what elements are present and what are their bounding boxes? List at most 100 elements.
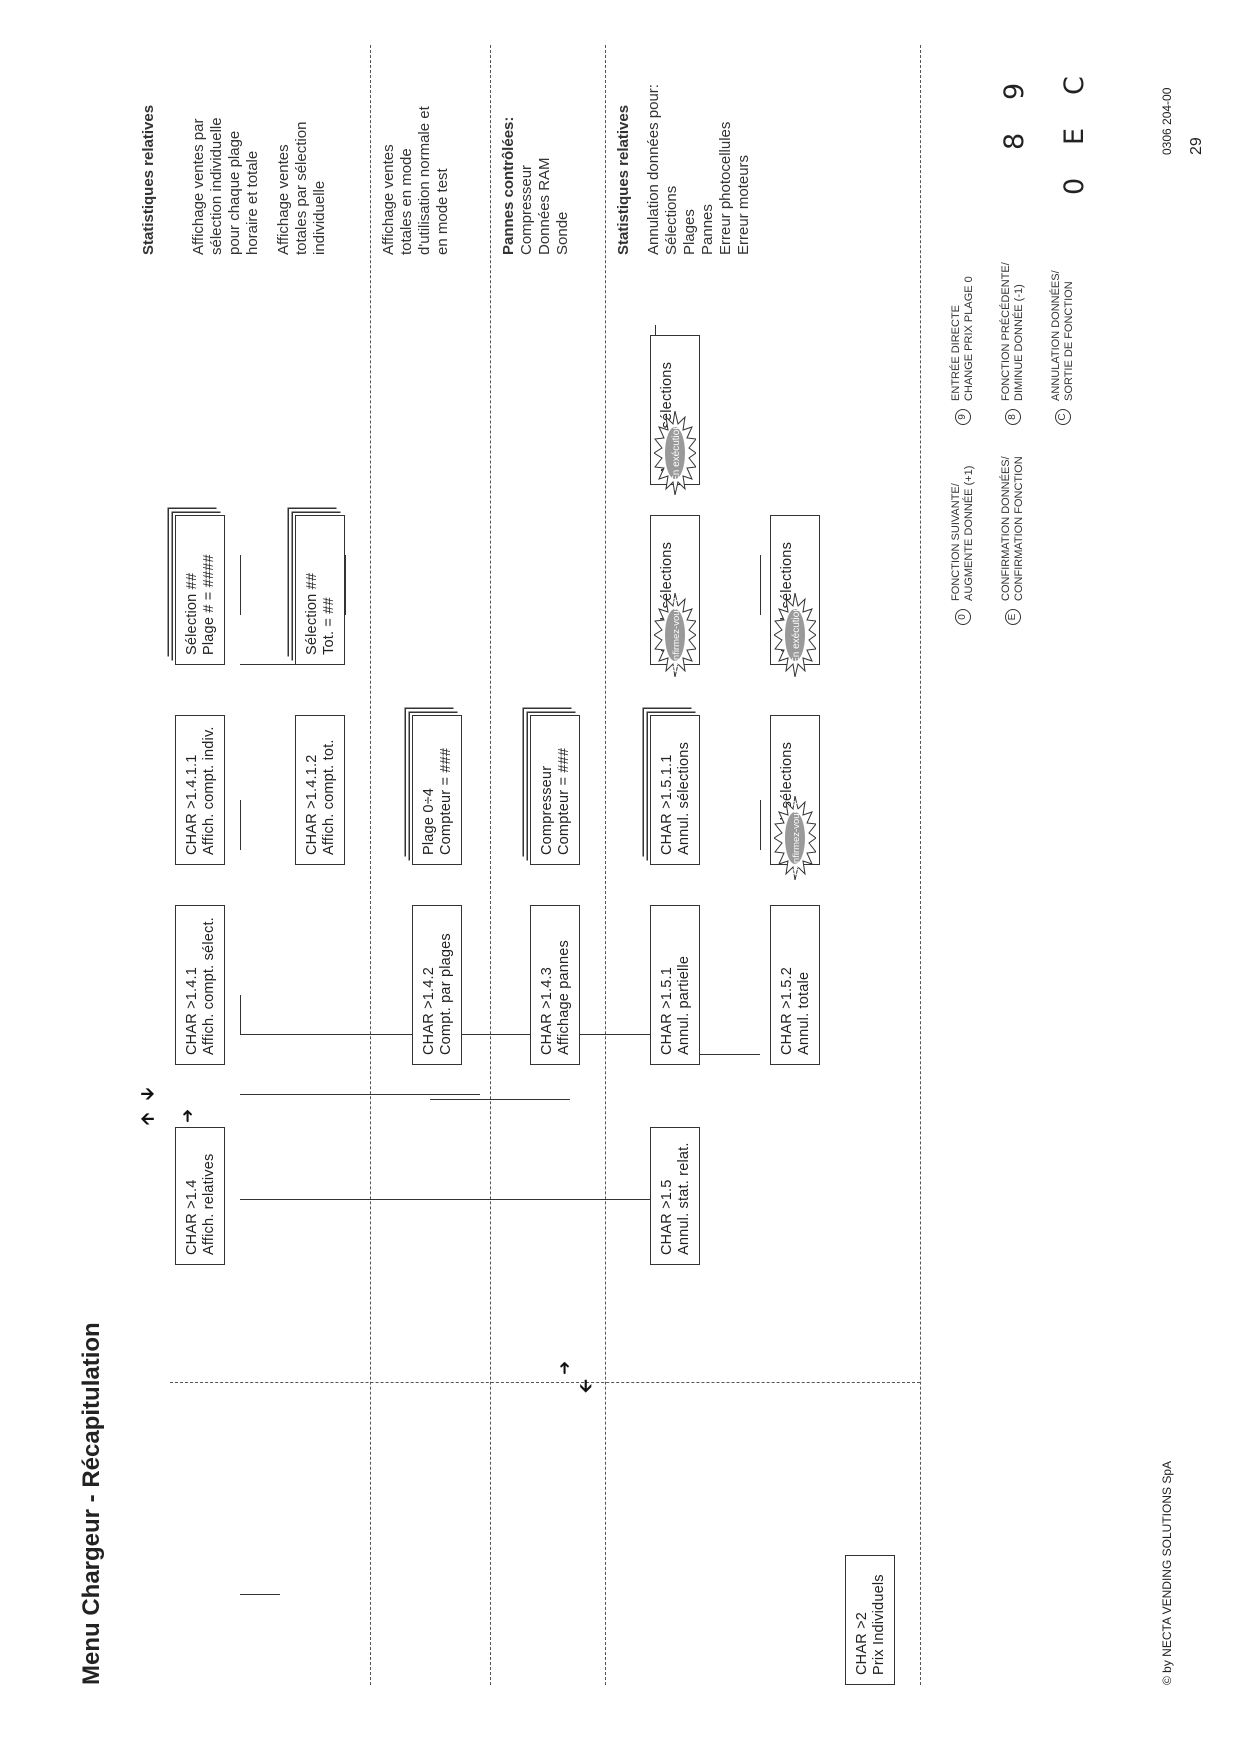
stat1-p2-l1: Affichage ventes — [275, 144, 292, 255]
stat1-p3-l3: d'utilisation normale et — [416, 106, 433, 255]
stat1-p1-l4: horaire et totale — [244, 150, 261, 255]
box-line-2: Compteur = ### — [438, 747, 454, 855]
stat1-p2-l3: individuelle — [311, 180, 328, 255]
box-selection-tot: Sélection ## Tot. = ## — [295, 515, 345, 665]
arrow-left-icon: 🡨 — [576, 1379, 596, 1393]
connector — [345, 555, 346, 615]
stat2-item: Sélections — [663, 185, 680, 255]
legend-l1: FONCTION PRÉCÉDENTE/ — [1000, 262, 1012, 401]
burst-text: En exécution — [791, 606, 802, 664]
box-char-1-4: CHAR >1.4 Affich. relatives — [175, 1127, 225, 1265]
box-line-2: Annul. sélections — [676, 741, 692, 855]
burst-exec-2: En exécution — [774, 593, 816, 677]
box-line-2: Prix Individuels — [871, 1574, 887, 1675]
keypad-e-icon: E — [1059, 127, 1090, 145]
box-char-1-5: CHAR >1.5 Annul. stat. relat. — [650, 1127, 700, 1265]
copyright: © by NECTA VENDING SOLUTIONS SpA — [1160, 1460, 1174, 1685]
burst-confirm-1: Confirmez-vous ? — [654, 593, 696, 677]
separator-1 — [370, 45, 371, 1685]
box-line-1: CHAR >1.4 — [184, 1179, 200, 1255]
box-line-1: Sélection ## — [184, 572, 200, 655]
box-line-2: Tot. = ## — [321, 597, 337, 655]
burst-confirm-2: Confirmez-vous ? — [774, 796, 816, 880]
box-line-1: CHAR >1.4.1.1 — [184, 754, 200, 855]
pannes-item: Sonde — [554, 211, 571, 255]
page-title: Menu Chargeur - Récapitulation — [78, 1322, 105, 1685]
box-line-1: Sélection ## — [304, 572, 320, 655]
separator-2 — [490, 45, 491, 1685]
box-plage: Plage 0÷4 Compteur = ### — [412, 715, 462, 865]
box-char-2: CHAR >2 Prix Individuels — [845, 1555, 895, 1685]
box-selection-plage: Sélection ## Plage # = #### — [175, 515, 225, 665]
box-compresseur: Compresseur Compteur = ### — [530, 715, 580, 865]
stat1-p3: Affichage ventes totales en mode d'utili… — [380, 35, 452, 255]
legend-9: 9 ENTRÉE DIRECTE CHANGE PRIX PLAGE 0 — [950, 276, 976, 425]
box-char-1-5-1-1: CHAR >1.5.1.1 Annul. sélections — [650, 715, 700, 865]
box-line-2: Annul. totale — [796, 971, 812, 1055]
key-c-icon: C — [1055, 409, 1071, 425]
box-line-1: CHAR >1.4.1 — [184, 966, 200, 1055]
stat1-p1-l1: Affichage ventes par — [190, 118, 207, 255]
legend-l2: CONFIRMATION FONCTION — [1013, 456, 1025, 601]
stat1-p2-l2: totales par sélection — [293, 121, 310, 255]
box-line-2: Compteur = ### — [556, 747, 572, 855]
keypad-0-icon: 0 — [1059, 177, 1090, 195]
connector — [240, 1094, 480, 1095]
stat1-p2: Affichage ventes totales par sélection i… — [275, 35, 329, 255]
box-line-1: CHAR >1.4.3 — [539, 966, 555, 1055]
box-line-1: CHAR >1.4.1.2 — [304, 754, 320, 855]
legend-l1: ANNULATION DONNÉES/ — [1050, 270, 1062, 401]
legend-l1: FONCTION SUIVANTE/ — [950, 483, 962, 601]
burst-exec-1: En exécution — [654, 411, 696, 495]
burst-text: Confirmez-vous ? — [671, 598, 682, 672]
box-line-1: CHAR >2 — [854, 1611, 870, 1675]
page-number: 29 — [1188, 137, 1205, 155]
box-line-2: Affich. compt. sélect. — [201, 917, 217, 1055]
key-0-icon: 0 — [955, 609, 971, 625]
arrow-icon: 🡩 — [138, 1112, 158, 1125]
legend-l2: AUGMENTE DONNÉE (+1) — [963, 465, 975, 601]
arrow-icon: 🡫 — [138, 1087, 158, 1100]
box-char-1-5-1: CHAR >1.5.1 Annul. partielle — [650, 905, 700, 1065]
legend-0: 0 FONCTION SUIVANTE/ AUGMENTE DONNÉE (+1… — [950, 466, 976, 625]
box-line-2: Plage # = #### — [201, 554, 217, 655]
keypad-c-icon: C — [1059, 76, 1090, 95]
burst-text: Confirmez-vous ? — [791, 801, 802, 875]
box-char-1-4-1-2: CHAR >1.4.1.2 Affich. compt. tot. — [295, 715, 345, 865]
stat2-block: Statistiques relatives Annulation donnée… — [615, 35, 753, 255]
stat2-heading: Statistiques relatives — [615, 104, 632, 255]
stat1-p1-l3: pour chaque plage — [226, 130, 243, 255]
connector — [240, 1199, 655, 1200]
legend-l2: SORTIE DE FONCTION — [1063, 281, 1075, 401]
key-8-icon: 8 — [1005, 409, 1021, 425]
box-line-2: Compt. par plages — [438, 933, 454, 1055]
keypad-8-icon: 8 — [999, 132, 1030, 150]
pannes-block: Pannes contrôlées: Compresseur Données R… — [500, 35, 572, 255]
box-line-1: CHAR >1.5.2 — [779, 966, 795, 1055]
box-char-1-4-1: CHAR >1.4.1 Affich. compt. sélect. — [175, 905, 225, 1065]
connector — [240, 555, 241, 615]
legend-E: E CONFIRMATION DONNÉES/ CONFIRMATION FON… — [1000, 456, 1026, 625]
stat1-p3-l1: Affichage ventes — [380, 144, 397, 255]
box-char-1-5-2: CHAR >1.5.2 Annul. totale — [770, 905, 820, 1065]
legend-l1: ENTRÉE DIRECTE — [950, 304, 962, 401]
box-line-2: Affich. relatives — [201, 1153, 217, 1255]
connector — [760, 555, 761, 615]
stat1-p3-l2: totales en mode — [398, 148, 415, 255]
stat2-item: Plages — [681, 209, 698, 255]
separator-vertical — [170, 1382, 920, 1383]
box-line-2: Affich. compt. tot. — [321, 739, 337, 855]
stat2-intro: Annulation données pour: — [645, 84, 662, 255]
connector — [760, 800, 761, 850]
stat2-item: Pannes — [699, 204, 716, 255]
box-char-1-4-1-1: CHAR >1.4.1.1 Affich. compt. indiv. — [175, 715, 225, 865]
box-line-1: Plage 0÷4 — [421, 787, 437, 855]
arrow-icon: ➜ — [178, 1108, 198, 1123]
stat1-heading: Statistiques relatives — [140, 104, 157, 255]
legend-8: 8 FONCTION PRÉCÉDENTE/ DIMINUE DONNÉE (-… — [1000, 262, 1026, 425]
doc-code: 0306 204-00 — [1160, 87, 1174, 155]
connector — [450, 1099, 570, 1100]
box-line-1: CHAR >1.4.2 — [421, 966, 437, 1055]
key-e-icon: E — [1005, 609, 1021, 625]
